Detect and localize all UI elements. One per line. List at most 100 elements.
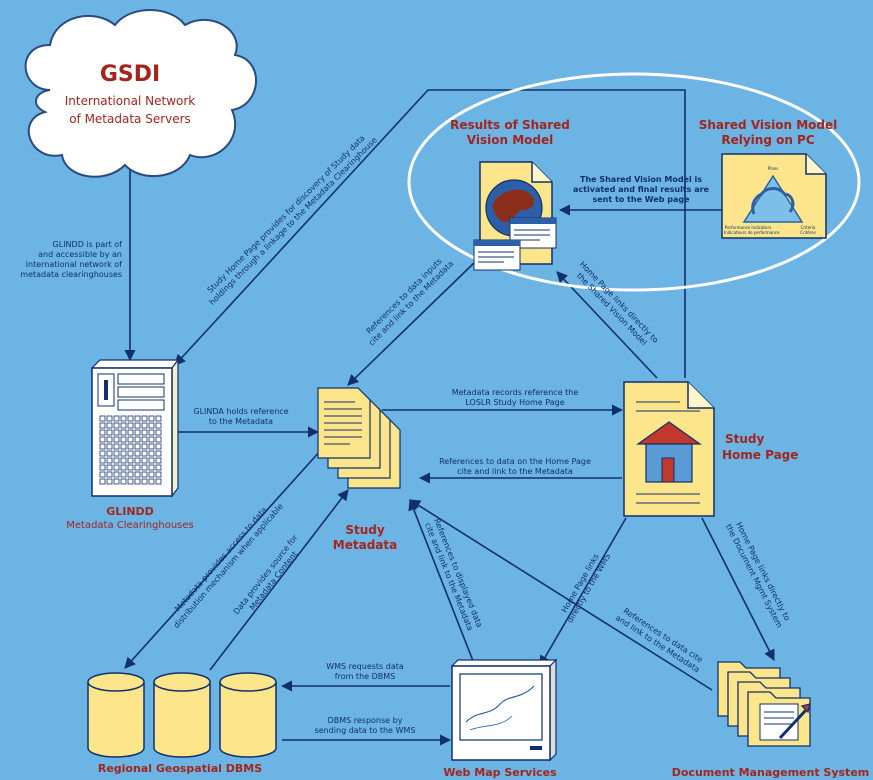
server-bay-cell [155,436,162,443]
label-ref-home: References to data on the Home Page cite… [420,457,610,477]
arrow-dms-to-metadata [409,499,713,691]
server-bay-cell [141,464,148,471]
server-bay-cell [134,443,141,450]
study-metadata-title-line2: Metadata [332,538,398,552]
server-bay-cell [134,415,141,422]
server-bay-cell [141,478,148,485]
server-bay-cell [127,471,134,478]
server-bay-cell [99,457,106,464]
server-bay-cell [148,450,155,457]
server-bay-cell [120,450,127,457]
arrow-home-to-dms [701,517,775,661]
server-bay-cell [155,471,162,478]
server-bay-cell [127,450,134,457]
glindd-subtitle: Metadata Clearinghouses [66,520,194,531]
triangle-label-left1: Performance Indicators [724,225,772,230]
label-meta-records-line2: LOSLR Study Home Page [465,398,565,407]
label-dbms-response-line1: DBMS response by [327,716,403,725]
server-bay-cell [155,443,162,450]
server-bay-cell [99,443,106,450]
arrow-wms-to-metadata [408,498,476,667]
home-page-document-icon [623,381,715,517]
label-glindd-part-line1: GLINDD is part of [52,240,122,249]
server-bay-cell [127,422,134,429]
server-bay-cell [141,457,148,464]
server-bay-cell [127,443,134,450]
server-bay-cell [113,457,120,464]
server-bay-cell [134,450,141,457]
server-bay-cell [106,464,113,471]
label-ref-home-line2: cite and link to the Metadata [457,467,573,476]
label-glinda-ref: GLINDA holds reference to the Metadata [176,407,306,427]
server-bay-cell [155,478,162,485]
server-bay-cell [120,436,127,443]
server-bay-cell [99,450,106,457]
server-bay-cell [120,443,127,450]
shared-vision-model-document-icon [721,153,827,239]
label-ref-home-line1: References to data on the Home Page [439,457,591,466]
server-bay-cell [148,457,155,464]
svm-pc-title-line2: Relying on PC [721,133,815,147]
server-bay-cell [120,415,127,422]
server-bay-cell [106,450,113,457]
server-bay-cell [148,443,155,450]
study-home-title-line2: Home Page [722,448,799,462]
arrow-dbms-to-metadata [209,489,349,671]
server-bay-cell [113,415,120,422]
gsdi-subtitle-line2: of Metadata Servers [69,112,191,126]
server-bay-cell [120,422,127,429]
triangle-label-left2: Indicateurs de performance [724,230,780,235]
server-bay-cell [141,443,148,450]
server-bay-cell [127,436,134,443]
server-bay-cell [99,471,106,478]
server-bay-cell [106,471,113,478]
label-svm-activated: The Shared Vision Model is activated and… [566,175,716,205]
server-bay-cell [99,436,106,443]
metadata-document-stack-icon [317,387,401,489]
label-glinda-ref-line1: GLINDA holds reference [193,407,289,416]
server-bay-cell [127,415,134,422]
server-bay-cell [106,443,113,450]
server-bay-cell [127,429,134,436]
connector-arrows [124,89,775,746]
triangle-label-right2: Critères [800,230,816,235]
arrow-home-to-glindd [174,89,686,378]
server-bay-cell [127,457,134,464]
server-bay-cell [155,429,162,436]
server-bay-cell [113,478,120,485]
arrow-home-to-wms [539,517,627,667]
server-bay-cell [106,422,113,429]
server-bay-cell [134,464,141,471]
results-title-line2: Vision Model [466,133,554,147]
server-bay-cell [106,478,113,485]
server-icon [90,358,180,498]
server-bay-cell [141,422,148,429]
triangle-label-top: Plans [767,166,779,171]
label-svm-activated-line3: sent to the Web page [592,195,690,204]
server-bay-cell [155,415,162,422]
gsdi-cloud-shape [24,9,258,178]
server-bay-cell [148,415,155,422]
label-dbms-response: DBMS response by sending data to the WMS [290,716,440,736]
server-bay-cell [141,471,148,478]
server-bay-cell [106,436,113,443]
server-bay-cell [155,450,162,457]
wms-title: Web Map Services [443,766,557,779]
label-wms-requests: WMS requests data from the DBMS [290,662,440,682]
document-management-folders-icon [717,661,811,747]
server-bay-cell [120,471,127,478]
label-svm-activated-line2: activated and final results are [573,185,709,194]
arrow-metadata-to-dbms [124,439,331,669]
server-bay-cell [127,478,134,485]
server-bay-cell [113,464,120,471]
server-bay-cell [148,471,155,478]
server-bay-cell [99,464,106,471]
svm-pc-title-line1: Shared Vision Model [698,118,838,132]
server-bay-cell [155,422,162,429]
server-bay-cell [155,457,162,464]
label-dbms-response-line2: sending data to the WMS [314,726,416,735]
server-bay-cell [120,478,127,485]
study-metadata-title-line1: Study [345,523,385,537]
server-bay-cell [134,471,141,478]
